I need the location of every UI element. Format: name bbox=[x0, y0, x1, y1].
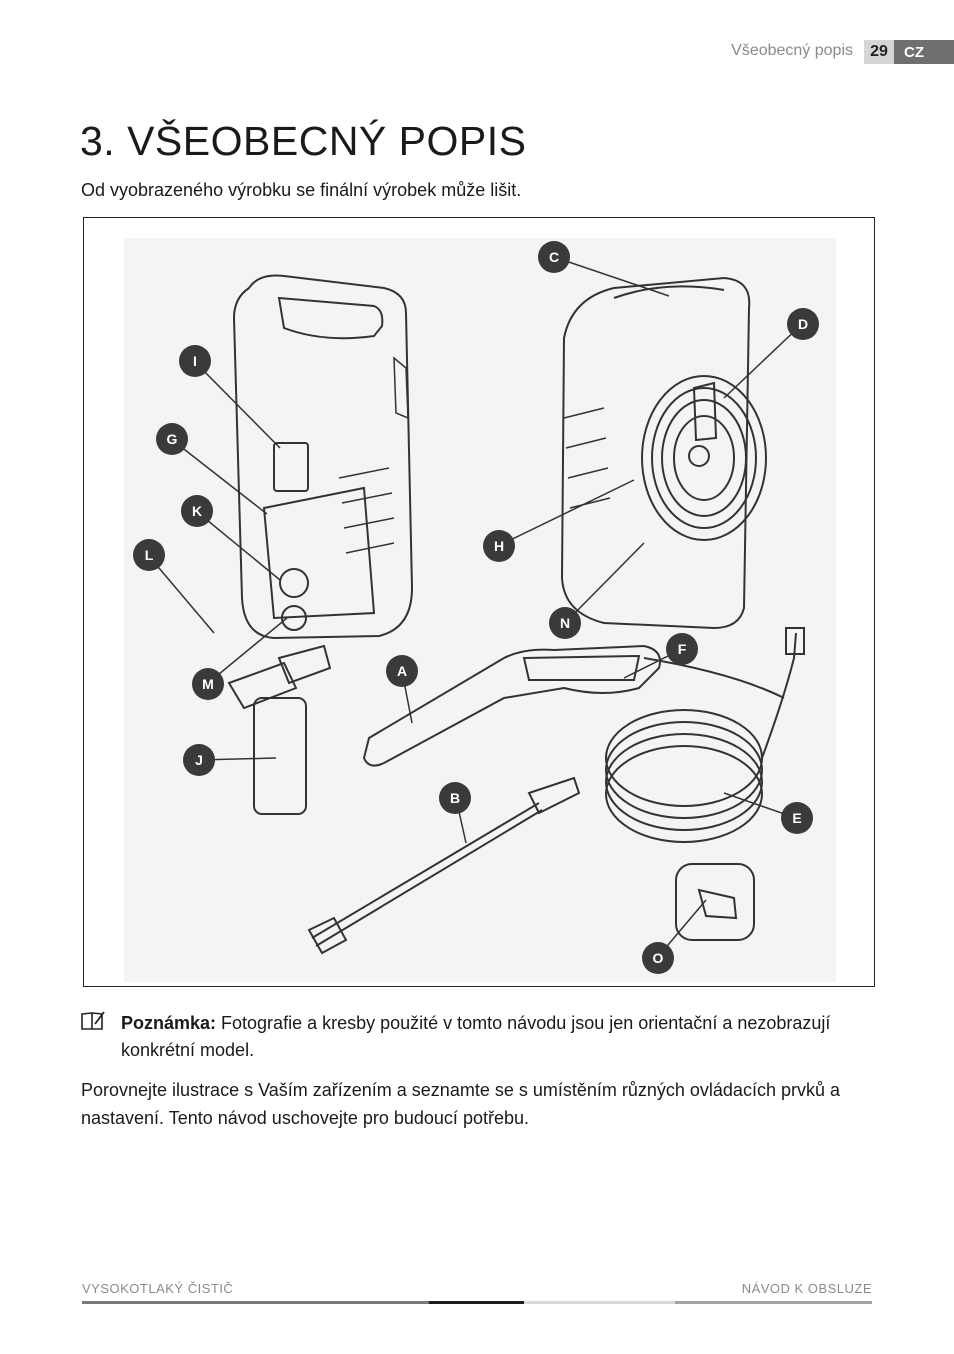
unit-front-drawing bbox=[232, 274, 414, 640]
body-paragraph: Porovnejte ilustrace s Vaším zařízením a… bbox=[81, 1080, 840, 1128]
note-book-icon bbox=[80, 1010, 106, 1032]
unit-rear-drawing bbox=[560, 276, 767, 630]
callout-label: J bbox=[195, 752, 203, 768]
page-number: 29 bbox=[864, 40, 894, 64]
note-label: Poznámka: bbox=[121, 1013, 217, 1033]
callout-D: D bbox=[787, 308, 819, 340]
footer-rule-segment bbox=[82, 1301, 429, 1304]
callout-L: L bbox=[133, 539, 165, 571]
callout-I: I bbox=[179, 345, 211, 377]
product-illustration: I G K L M J C D H N A F B E O bbox=[83, 217, 875, 987]
footer-right-label: NÁVOD K OBSLUZE bbox=[741, 1281, 872, 1296]
footer-rule-segment bbox=[675, 1301, 872, 1304]
callout-label: C bbox=[549, 249, 559, 265]
callout-label: E bbox=[792, 810, 801, 826]
callout-label: K bbox=[192, 503, 202, 519]
callout-E: E bbox=[781, 802, 813, 834]
callout-label: O bbox=[653, 950, 664, 966]
lance-drawing bbox=[307, 776, 581, 955]
trigger-gun-drawing bbox=[362, 644, 785, 767]
callout-A: A bbox=[386, 655, 418, 687]
page-title: 3. VŠEOBECNÝ POPIS bbox=[80, 118, 527, 164]
callout-label: L bbox=[145, 547, 154, 563]
callout-G: G bbox=[156, 423, 188, 455]
callout-label: F bbox=[678, 641, 687, 657]
language-tag: CZ bbox=[894, 40, 954, 64]
callout-C: C bbox=[538, 241, 570, 273]
subtitle: Od vyobrazeného výrobku se finální výrob… bbox=[81, 180, 522, 200]
note-body: Poznámka: Fotografie a kresby použité v … bbox=[121, 1010, 870, 1064]
callout-label: A bbox=[397, 663, 407, 679]
callout-B: B bbox=[439, 782, 471, 814]
callout-label: D bbox=[798, 316, 808, 332]
footer-left-label: VYSOKOTLAKÝ ČISTIČ bbox=[82, 1281, 234, 1296]
callout-label: N bbox=[560, 615, 570, 631]
detergent-bottle-drawing bbox=[227, 644, 332, 815]
callout-H: H bbox=[483, 530, 515, 562]
footer-rule bbox=[82, 1301, 872, 1304]
callout-K: K bbox=[181, 495, 213, 527]
callout-N: N bbox=[549, 607, 581, 639]
header-section-title: Všeobecný popis bbox=[731, 42, 853, 59]
nozzle-detail-drawing bbox=[675, 863, 755, 941]
callout-O: O bbox=[642, 942, 674, 974]
callout-J: J bbox=[183, 744, 215, 776]
callout-label: H bbox=[494, 538, 504, 554]
note-text: Fotografie a kresby použité v tomto návo… bbox=[121, 1013, 831, 1060]
footer-rule-segment bbox=[524, 1301, 675, 1304]
callout-label: G bbox=[167, 431, 178, 447]
hose-coil-drawing bbox=[605, 627, 805, 843]
callout-label: M bbox=[202, 676, 214, 692]
callout-F: F bbox=[666, 633, 698, 665]
footer-rule-segment bbox=[429, 1301, 524, 1304]
callout-M: M bbox=[192, 668, 224, 700]
callout-label: I bbox=[193, 353, 197, 369]
callout-label: B bbox=[450, 790, 460, 806]
note: Poznámka: Fotografie a kresby použité v … bbox=[80, 1010, 870, 1064]
